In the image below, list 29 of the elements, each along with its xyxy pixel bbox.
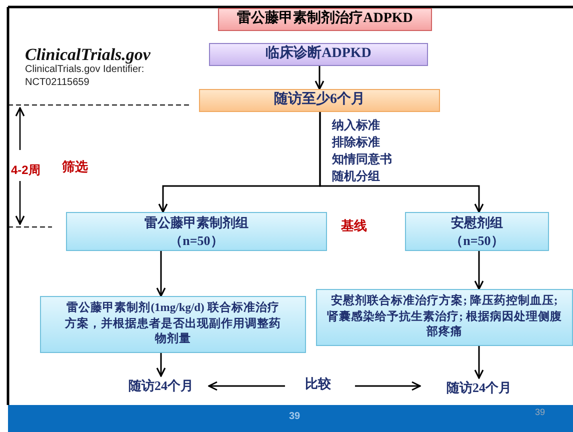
arrow (355, 381, 421, 391)
arrow (156, 251, 166, 297)
step-text: 随访24个月 (128, 377, 194, 395)
phase-label: 筛选 (62, 159, 88, 176)
dimension-label: 4-2周 (11, 163, 40, 178)
arrow (156, 353, 166, 377)
page-number: 39 (289, 411, 300, 424)
step-text: 随访24个月 (446, 379, 512, 397)
criteria-text: 随机分组 (332, 169, 380, 184)
arrow (319, 112, 484, 213)
arrow (314, 66, 324, 90)
treatment-box: 安慰剂联合标准治疗方案; 降压药控制血压; 肾囊感染给予抗生素治疗; 根据病因处理侧腹部疼痛 (316, 289, 573, 346)
arrow (474, 251, 484, 290)
criteria-text: 纳入标准 (332, 118, 380, 133)
process-box: 临床诊断ADPKD (209, 43, 428, 66)
group-box: 安慰剂组（n=50） (405, 212, 549, 251)
site-heading: ClinicalTrials.gov (25, 44, 150, 64)
phase-label: 基线 (341, 218, 367, 234)
identifier-text: ClinicalTrials.gov Identifier: NCT02115659 (25, 64, 146, 89)
criteria-text: 排除标准 (332, 135, 380, 150)
arrow (208, 381, 285, 391)
step-text: 比较 (305, 375, 331, 393)
arrow (474, 346, 484, 379)
treatment-box: 雷公藤甲素制剂(1mg/kg/d) 联合标准治疗方案，并根据患者是否出现副作用调整药物剂量 (40, 296, 306, 353)
title-box: 雷公藤甲素制剂治疗ADPKD (218, 8, 432, 31)
group-box: 雷公藤甲素制剂组（n=50） (66, 212, 327, 251)
criteria-text: 知情同意书 (332, 152, 392, 167)
process-box: 随访至少6个月 (199, 89, 440, 112)
page-number: 39 (535, 407, 546, 418)
